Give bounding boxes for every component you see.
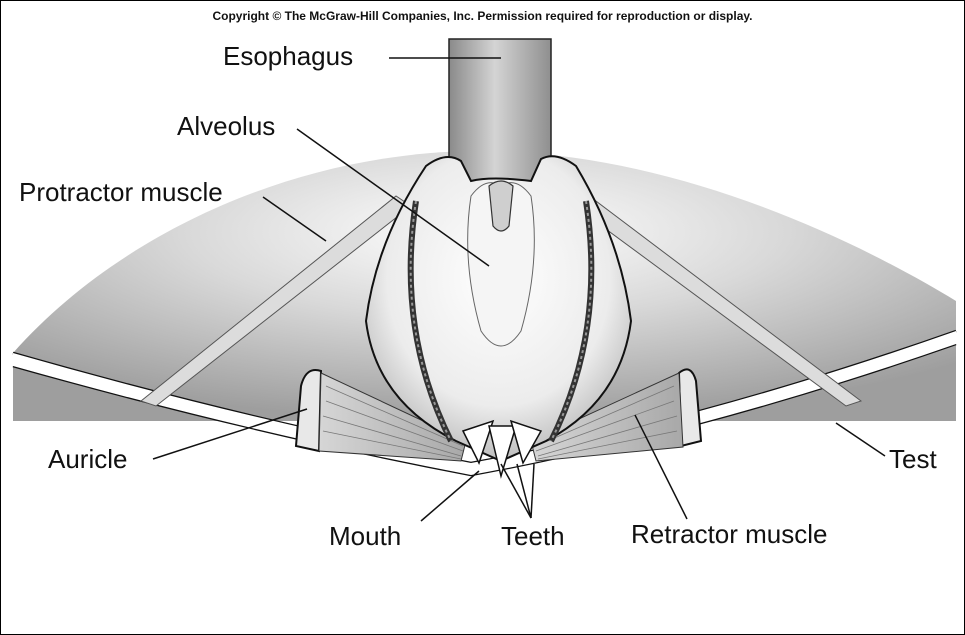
label-test: Test xyxy=(889,444,937,474)
label-alveolus: Alveolus xyxy=(177,111,275,141)
label-protractor-muscle: Protractor muscle xyxy=(19,177,223,207)
label-esophagus: Esophagus xyxy=(223,41,353,71)
label-mouth: Mouth xyxy=(329,521,401,551)
label-teeth: Teeth xyxy=(501,521,565,551)
label-auricle: Auricle xyxy=(48,444,127,474)
label-retractor-muscle: Retractor muscle xyxy=(631,519,828,549)
copyright-notice: Copyright © The McGraw-Hill Companies, I… xyxy=(1,9,964,23)
